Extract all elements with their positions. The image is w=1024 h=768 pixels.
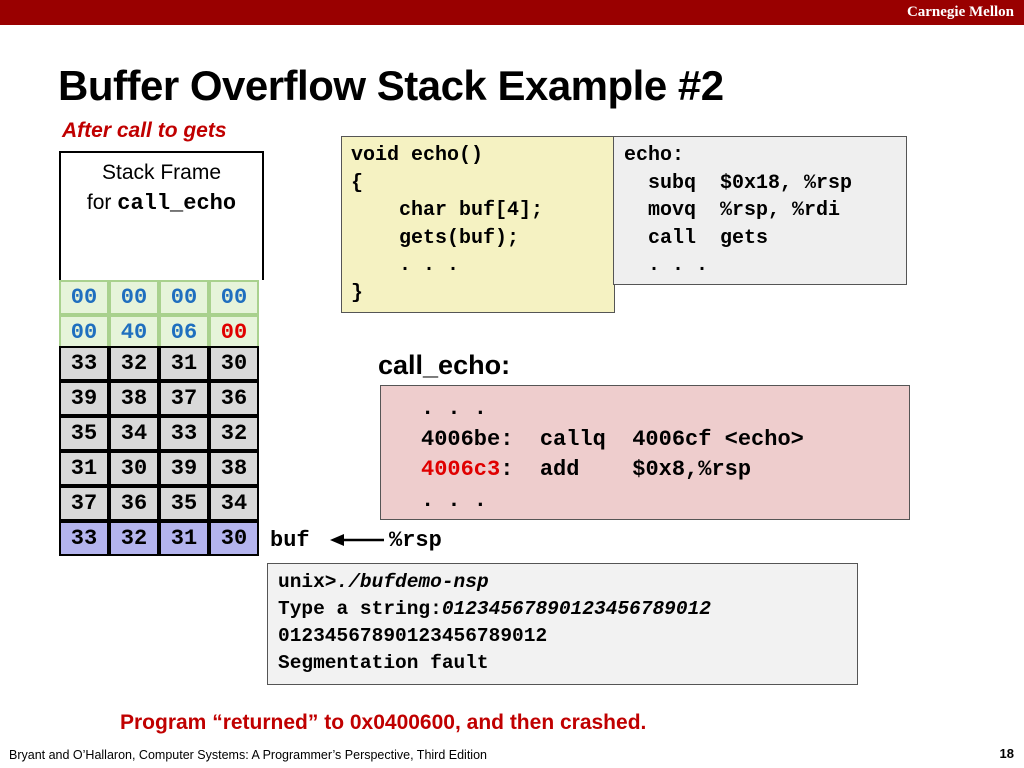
- arrow-left-icon: [330, 534, 384, 546]
- stack-byte: 31: [159, 521, 209, 556]
- stack-frame-owner: for call_echo: [61, 191, 262, 216]
- call-echo-asm-box: . . . 4006be: callq 4006cf <echo> 4006c3: …: [380, 385, 910, 520]
- stack-byte: 32: [109, 346, 159, 381]
- stack-row: 39 38 37 36: [59, 381, 262, 416]
- institution-name: Carnegie Mellon: [906, 4, 1014, 20]
- stack-frame-func: call_echo: [117, 191, 237, 216]
- stack-byte: 39: [59, 381, 109, 416]
- return-address: 4006c3: [421, 457, 501, 482]
- code-line: echo:: [624, 144, 685, 167]
- c-code-box: void echo() { char buf[4]; gets(buf); . .…: [341, 136, 615, 313]
- stack-byte: 00: [59, 315, 109, 350]
- stack-row: 00 40 06 00: [59, 315, 262, 350]
- stack-row: 37 36 35 34: [59, 486, 262, 521]
- stack-byte: 34: [109, 416, 159, 451]
- stack-byte: 38: [209, 451, 259, 486]
- stack-byte: 30: [209, 346, 259, 381]
- stack-byte: 35: [59, 416, 109, 451]
- stack-row: 31 30 39 38: [59, 451, 262, 486]
- stack-byte: 32: [109, 521, 159, 556]
- note-text: Program “returned” to 0x0400600, and the…: [120, 711, 647, 734]
- stack-byte: 33: [59, 346, 109, 381]
- stack-byte: 37: [59, 486, 109, 521]
- stack-byte: 37: [159, 381, 209, 416]
- stack-byte: 35: [159, 486, 209, 521]
- code-line: void echo(): [351, 144, 484, 167]
- type-prompt: Type a string:: [278, 598, 442, 620]
- stack-byte: 31: [159, 346, 209, 381]
- stack-byte: 06: [159, 315, 209, 350]
- stack-frame-for: for: [86, 191, 118, 214]
- call-echo-label: call_echo:: [378, 350, 511, 380]
- code-line: char buf[4];: [351, 199, 544, 222]
- code-line: movq %rsp, %rdi: [624, 199, 841, 222]
- terminal-line: Segmentation fault: [278, 652, 489, 674]
- stack-byte: 00: [209, 280, 259, 315]
- stack-byte: 31: [59, 451, 109, 486]
- code-line: {: [351, 171, 364, 195]
- code-line: . . .: [624, 254, 709, 277]
- terminal-line: Type a string:01234567890123456789012: [278, 596, 711, 623]
- stack-byte: 00: [109, 280, 159, 315]
- stack-row-buf: 33 32 31 30: [59, 521, 262, 556]
- stack-byte: 00: [59, 280, 109, 315]
- stack-byte-overwritten: 00: [209, 315, 259, 350]
- stack-row: 00 00 00 00: [59, 280, 262, 315]
- buf-label: buf: [270, 528, 310, 553]
- stack-frame-box: Stack Frame for call_echo: [59, 151, 264, 280]
- header-bar: Carnegie Mellon: [0, 0, 1024, 25]
- code-line: 4006be: callq 4006cf <echo>: [421, 426, 804, 452]
- terminal-line: unix>./bufdemo-nsp: [278, 569, 711, 596]
- stack-byte: 30: [209, 521, 259, 556]
- rsp-label: %rsp: [389, 528, 442, 553]
- stack-byte: 33: [159, 416, 209, 451]
- stack-row: 33 32 31 30: [59, 346, 262, 381]
- code-line: gets(buf);: [351, 226, 520, 250]
- stack-byte: 34: [209, 486, 259, 521]
- code-line: . . .: [351, 254, 460, 277]
- stack-byte: 40: [109, 315, 159, 350]
- terminal-line: 01234567890123456789012: [278, 625, 548, 647]
- code-line: . . .: [421, 396, 488, 421]
- stack-byte: 32: [209, 416, 259, 451]
- typed-input: 01234567890123456789012: [441, 598, 711, 620]
- terminal-command: ./bufdemo-nsp: [336, 571, 489, 593]
- stack-row: 35 34 33 32: [59, 416, 262, 451]
- c-code: void echo() { char buf[4]; gets(buf); . .…: [351, 142, 543, 307]
- code-line: subq $0x18, %rsp: [624, 171, 853, 195]
- stack-byte: 30: [109, 451, 159, 486]
- stack-byte: 33: [59, 521, 109, 556]
- stack-byte: 36: [109, 486, 159, 521]
- slide-subtitle: After call to gets: [62, 119, 227, 142]
- stack-byte: 39: [159, 451, 209, 486]
- terminal-prompt: unix>: [278, 571, 337, 593]
- slide-title: Buffer Overflow Stack Example #2: [58, 62, 724, 109]
- stack-byte: 36: [209, 381, 259, 416]
- code-line: 4006c3: add $0x8,%rsp: [421, 455, 804, 486]
- stack-frame-label: Stack Frame: [101, 161, 222, 184]
- echo-asm-box: echo: subq $0x18, %rsp movq %rsp, %rdi c…: [613, 136, 907, 285]
- footer-citation: Bryant and O’Hallaron, Computer Systems:…: [9, 748, 487, 762]
- echo-asm: echo: subq $0x18, %rsp movq %rsp, %rdi c…: [624, 142, 852, 280]
- code-line: . . .: [421, 487, 488, 513]
- stack-byte: 38: [109, 381, 159, 416]
- call-echo-asm: . . . 4006be: callq 4006cf <echo> 4006c3: …: [421, 394, 804, 516]
- code-line: }: [351, 281, 364, 305]
- code-line: call gets: [624, 226, 769, 250]
- page-number: 18: [999, 746, 1014, 761]
- code-rest: : add $0x8,%rsp: [500, 457, 752, 482]
- stack-byte: 00: [159, 280, 209, 315]
